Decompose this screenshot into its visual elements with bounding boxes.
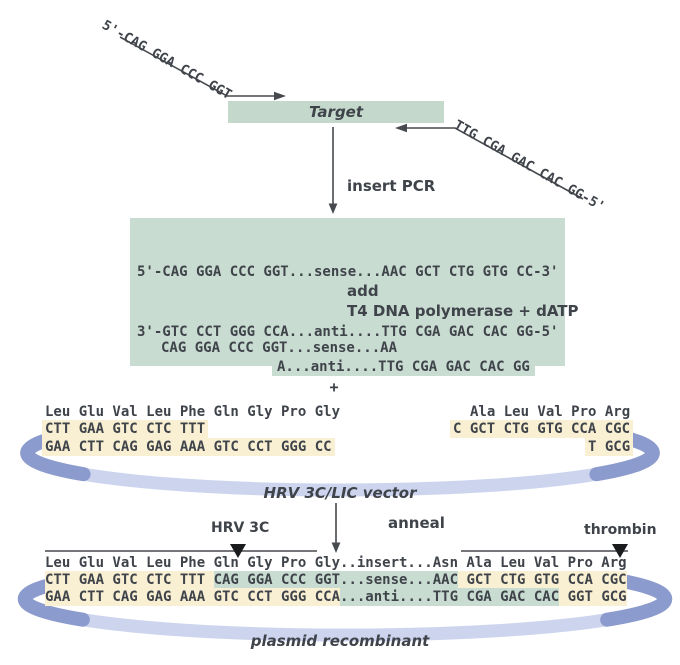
recombinant-anti: GAA CTT CAG GAG AAA GTC CCT GGG CCA...an… [45,588,627,606]
dna-segment: CTT GAA GTC CTC TTT [45,571,214,589]
plus-sign: + [329,378,339,396]
vector-right-anti: T GCG [585,438,634,456]
add-label: add [347,282,379,300]
dna-segment: GAA CTT CAG GAG AAA GTC CCT GGG CCA [45,588,341,606]
pcr-anti-strand: 3'-GTC CCT GGG CCA...anti....TTG CGA GAC… [137,324,559,340]
insert-pcr-label: insert PCR [347,177,436,195]
t4-anti-fragment: A...anti....TTG CGA GAC CAC GG [272,358,535,376]
thrombin-site-marker-icon [612,544,628,558]
recombinant-ellipse-bottom-arc [76,613,614,642]
anneal-label: anneal [388,514,445,532]
target-box: Target [228,101,444,123]
recombinant-aa: Leu Glu Val Leu Phe Gln Gly Pro Gly..ins… [45,555,627,571]
recombinant-ellipse-right-arc [600,571,673,627]
vector-left-sense: CTT GAA GTC CTC TTT [42,420,209,438]
vector-left-aa: Leu Glu Val Leu Phe Gln Gly Pro Gly [45,404,341,420]
forward-primer-arrow [119,36,276,97]
vector-right-aa: Ala Leu Val Pro Arg [470,404,631,420]
insert-pcr-arrowhead-icon [328,203,338,214]
vector-label: HRV 3C/LIC vector [263,484,417,502]
target-label: Target [308,103,364,121]
recombinant-sense: CTT GAA GTC CTC TTT CAG GGA CCC GGT...se… [45,571,627,589]
thrombin-site-label: thrombin [584,522,657,538]
reverse-primer-arrow [406,127,584,200]
reverse-primer-arrowhead-icon [395,123,407,133]
hrv3c-site-label: HRV 3C [211,520,270,536]
vector-ellipse-bottom-arc [77,467,603,497]
vector-left-anti: GAA CTT CAG GAG AAA GTC CCT GGG CC [42,438,335,456]
hrv3c-site-marker-icon [230,544,246,558]
dna-segment: GGT GCG [559,588,627,606]
dna-segment: ...anti....TTG CGA GAC CAC [340,588,560,606]
forward-primer-arrowhead-icon [274,91,286,101]
anneal-arrowhead-icon [331,542,341,553]
t4-polymerase-label: T4 DNA polymerase + dATP [347,302,579,320]
pcr-sense-strand: 5'-CAG GGA CCC GGT...sense...AAC GCT CTG… [137,264,559,280]
dna-segment: CAG GGA CCC GGT...sense...AAC [213,571,459,589]
plasmid-label: plasmid recombinant [250,632,430,650]
dna-segment: GCT CTG GTG CCA CGC [458,571,627,589]
vector-right-sense: C GCT CTG GTG CCA CGC [450,420,634,438]
t4-sense-fragment: CAG GGA CCC GGT...sense...AA [156,339,403,357]
